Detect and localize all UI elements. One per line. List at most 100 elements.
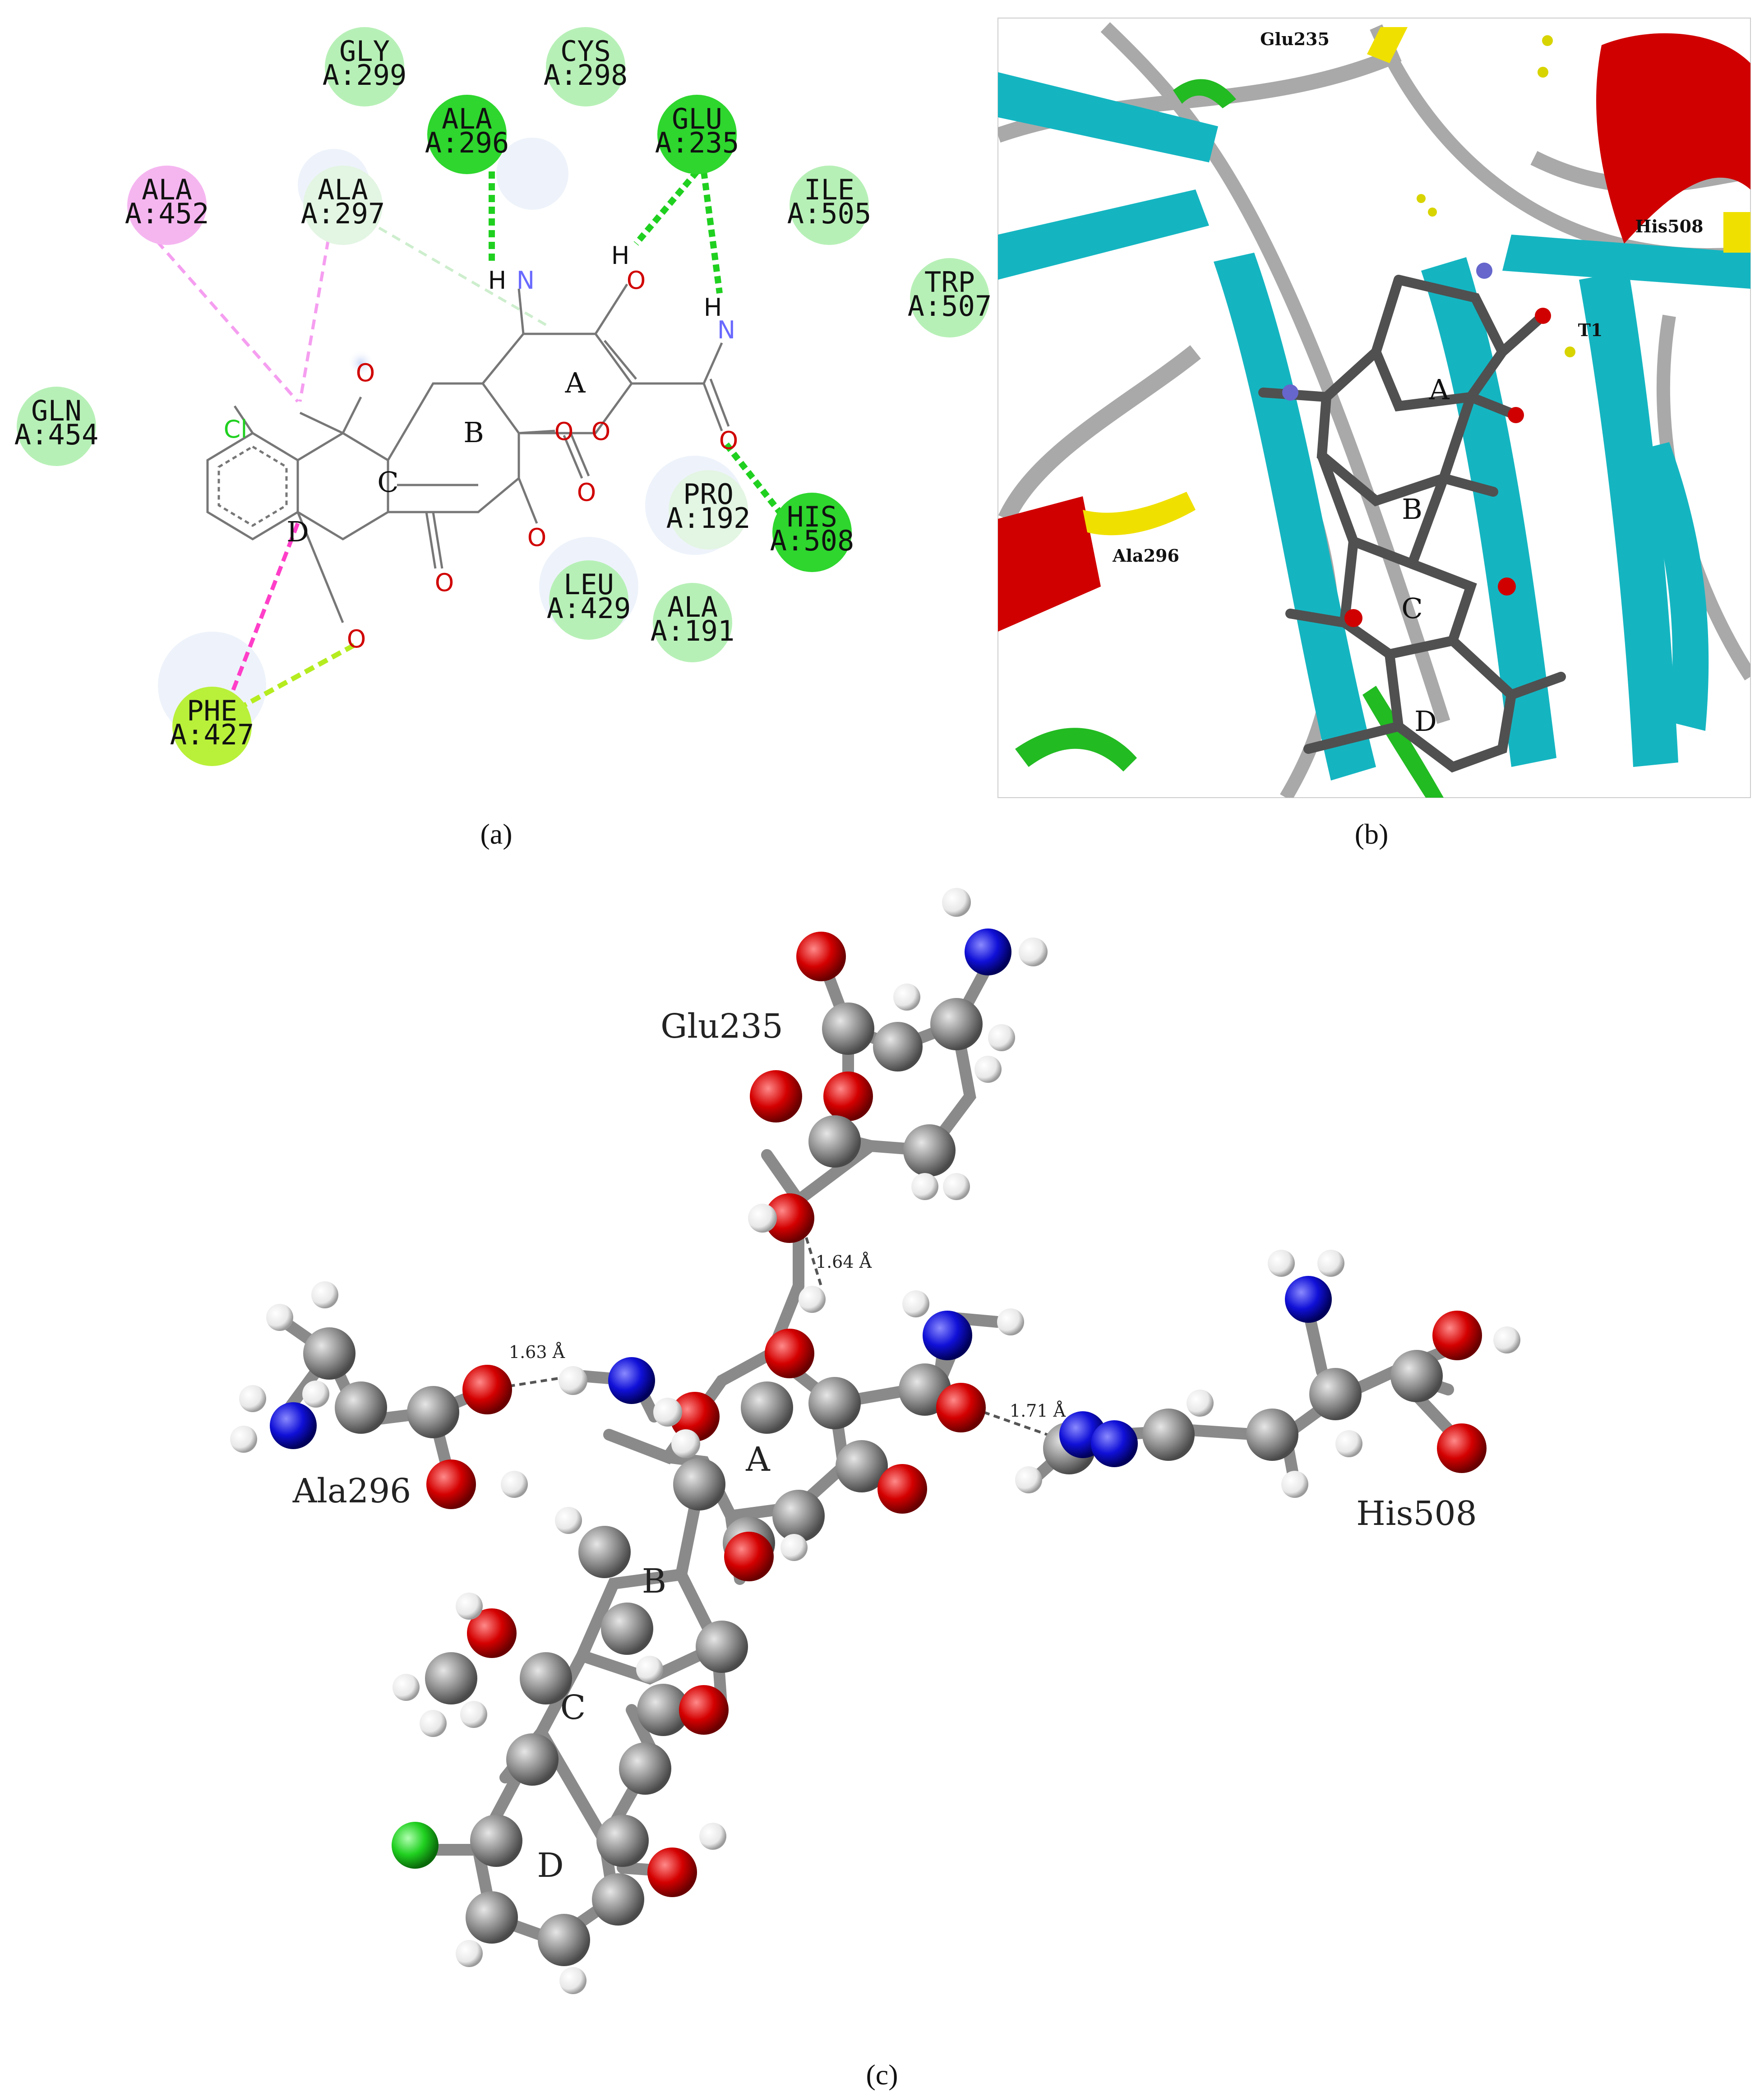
hotspot-glu235 [1367,27,1408,63]
residue-glu-235: GLU A:235 [655,95,739,174]
ring-label-d: D [1414,705,1437,738]
atom-hydrogen [456,1940,483,1967]
label-his508: His508 [1635,216,1703,236]
panel-b: Glu235 His508 T1 Ala296 A B C D [997,18,1751,798]
solvent-halo [347,350,374,377]
atom-h: H [611,241,630,270]
svg-text:ILE: ILE [804,173,854,206]
atom-oxygen [462,1365,512,1414]
atom-carbon [601,1603,653,1655]
ligand-2d-structure [206,283,730,623]
atom-nitrogen [1091,1420,1138,1467]
ring-label-b: B [1402,493,1422,526]
svg-text:A:427: A:427 [170,718,254,751]
atom-hydrogen [266,1304,293,1331]
svg-text:A:192: A:192 [666,502,751,535]
svg-text:HIS: HIS [787,500,837,533]
ring-label-a: A [745,1440,771,1479]
label-glu235: Glu235 [1260,29,1330,49]
atom-carbon [741,1381,793,1434]
ligand-3d-sticks [1258,275,1566,773]
atom-hydrogen [420,1710,447,1737]
atom-oxygen [823,1072,873,1121]
ring-label-d: D [537,1846,563,1885]
label-glu235: Glu235 [660,1007,783,1046]
residue-ala-452: ALA A:452 [125,166,209,245]
hotspot-ala296 [1083,492,1196,536]
residue-gln-454: GLN A:454 [14,387,98,466]
atom-hydrogen [239,1385,266,1412]
pi-line [226,522,300,705]
atom-carbon [836,1440,888,1492]
svg-text:A:429: A:429 [547,592,631,625]
hbond-line [633,169,700,246]
atom-carbon [470,1815,522,1867]
atom-carbon [538,1914,590,1966]
residue-ala-297: ALA A:297 [301,166,385,245]
atom-oxygen [750,1070,802,1122]
alkyl-line [134,215,299,403]
atom-o: O [554,417,574,446]
atom-hydrogen [393,1674,420,1701]
atom-hydrogen [1268,1250,1295,1277]
atom-nitrogen [608,1357,655,1404]
atom-hydrogen [302,1381,329,1408]
atom-hydrogen [456,1593,483,1620]
residue-phe-427: PHE A:427 [170,687,254,766]
atoms [230,888,1520,1994]
ligand-o [1535,308,1551,324]
atom-carbon [335,1381,387,1434]
pi-line [233,643,356,713]
atom-n: N [517,266,535,295]
coil [1100,22,1450,724]
svg-text:ALA: ALA [442,102,492,135]
atom-oxygen [724,1532,774,1581]
atom-oxygen [670,1392,720,1441]
residue-gly-299: GLY A:299 [323,27,406,106]
solvent-halo [496,138,568,210]
atom-hydrogen [501,1471,528,1498]
atom-oxygen [877,1464,927,1514]
atom-hydrogen [559,1967,586,1994]
beta-strand [998,72,1218,162]
ligand-o [1508,407,1524,423]
atom-oxygen [1432,1311,1482,1360]
atom-hydrogen [911,1173,938,1200]
atom-hydrogen [1317,1250,1344,1277]
atom-hydrogen [559,1366,587,1395]
atom-carbon [466,1891,518,1944]
alpha-helix [998,496,1101,632]
atom-carbon [1390,1350,1443,1402]
distance-label: 1.63 Å [509,1342,565,1362]
ligand-n [1282,384,1298,401]
ring-b [387,382,520,513]
svg-text:A:508: A:508 [770,524,854,557]
coil [998,345,1201,523]
atom-o: O [591,417,611,446]
beta-strand [1502,235,1750,289]
svg-text:PHE: PHE [187,694,237,727]
atom-carbon [520,1652,572,1704]
svg-text:GLU: GLU [672,102,722,135]
atom-chlorine [392,1822,439,1869]
turn [1015,728,1137,771]
svg-text:A:298: A:298 [544,59,628,92]
atom-carbon [772,1490,825,1542]
ring-d [206,432,299,540]
atom-carbon [930,998,983,1050]
atom-hydrogen [230,1426,257,1453]
ligand-n [1476,263,1492,279]
beta-strand [1633,442,1709,731]
label-ala296: Ala296 [292,1472,411,1510]
beta-strand [1579,271,1678,767]
svg-text:A:452: A:452 [125,197,209,230]
atom-carbon [506,1733,559,1786]
atom-hydrogen [943,1173,970,1200]
atom-carbon [592,1873,644,1926]
atom-carbon [873,1022,923,1072]
alpha-helix [1596,33,1750,244]
atom-hydrogen [636,1656,663,1683]
svg-text:ALA: ALA [142,173,192,206]
atom-nitrogen [923,1311,972,1360]
